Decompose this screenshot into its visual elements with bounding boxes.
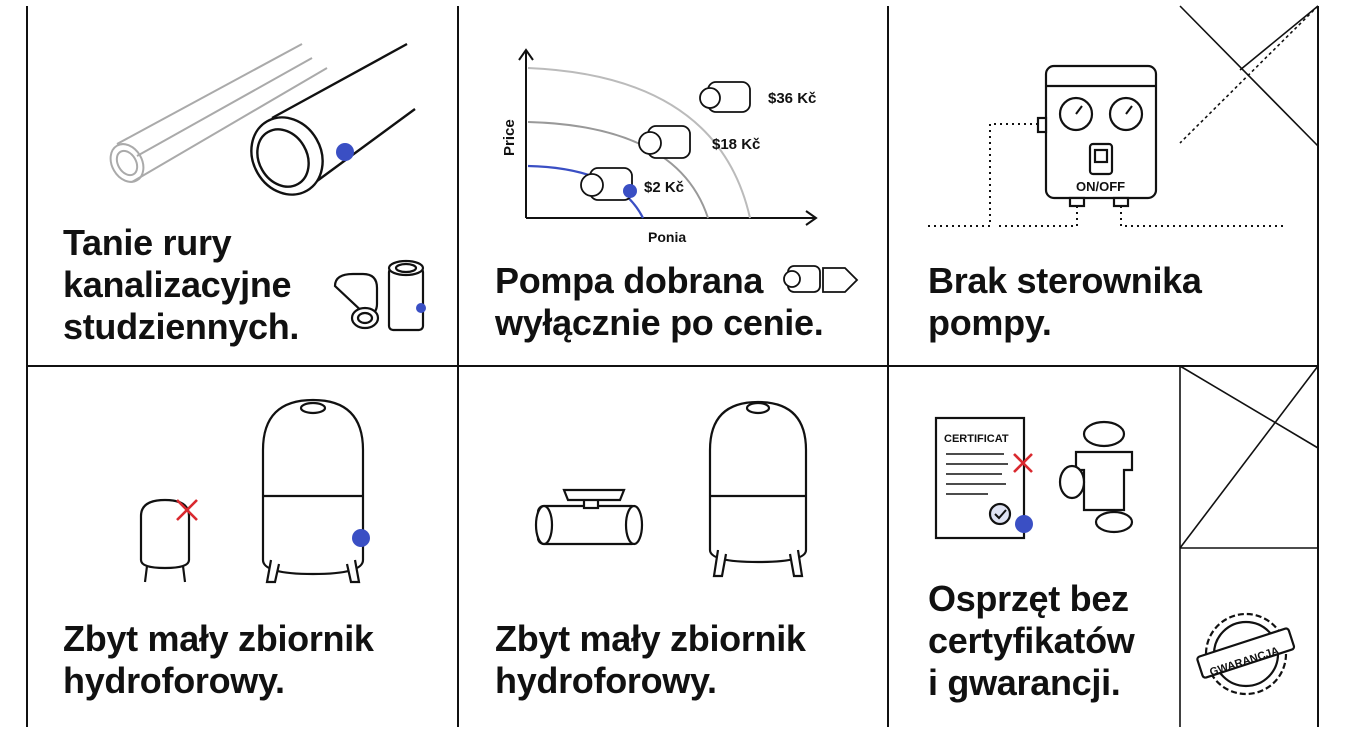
panel-title: Zbyt mały zbiornik hydroforowy. <box>495 618 806 701</box>
controller-illustration: ON/OFF <box>928 64 1283 227</box>
panel-cheap-pipes: Tanie rury kanalizacyjne studziennych. <box>27 6 458 366</box>
panel-title: Pompa dobrana wyłącznie po cenie. <box>495 260 824 343</box>
price-tag: $36 Kč <box>768 90 816 107</box>
accent-dot <box>623 184 637 198</box>
panel-small-tank-1: Zbyt mały zbiornik hydroforowy. <box>27 366 458 727</box>
y-axis-label: Price <box>501 119 518 156</box>
accent-dot <box>416 303 426 313</box>
switch-label: ON/OFF <box>1076 179 1125 194</box>
panel-title: Osprzęt bez certyfikatów i gwarancji. <box>928 578 1135 703</box>
certificate-label: CERTIFICAT <box>944 433 1009 445</box>
valve-tank-illustration <box>534 400 808 578</box>
accent-dot <box>1015 515 1033 533</box>
panel-title: Zbyt mały zbiornik hydroforowy. <box>63 618 374 701</box>
accent-dot <box>336 143 354 161</box>
panel-price-pump: Price Ponia $36 Kč $18 Kč $2 Kč Pompa do… <box>458 6 888 366</box>
price-tag: $2 Kč <box>644 179 684 196</box>
panel-title: Tanie rury kanalizacyjne studziennych. <box>63 222 300 347</box>
certificate-illustration: CERTIFICAT GWARANCJA <box>934 416 1296 696</box>
panel-title: Brak sterownika pompy. <box>928 260 1202 343</box>
pipes-illustration <box>109 42 426 332</box>
tanks-illustration <box>139 398 370 584</box>
accent-dot <box>352 529 370 547</box>
price-tag: $18 Kč <box>712 136 760 153</box>
x-axis-label: Ponia <box>648 229 686 245</box>
panel-no-certificate: CERTIFICAT GWARANCJA Osprzęt bez certyfi… <box>888 366 1318 727</box>
panel-no-controller: ON/OFF Brak sterownika pompy. <box>888 6 1318 366</box>
price-chart: Price Ponia $36 Kč $18 Kč $2 Kč <box>501 48 859 293</box>
panel-small-tank-2: Zbyt mały zbiornik hydroforowy. <box>458 366 888 727</box>
